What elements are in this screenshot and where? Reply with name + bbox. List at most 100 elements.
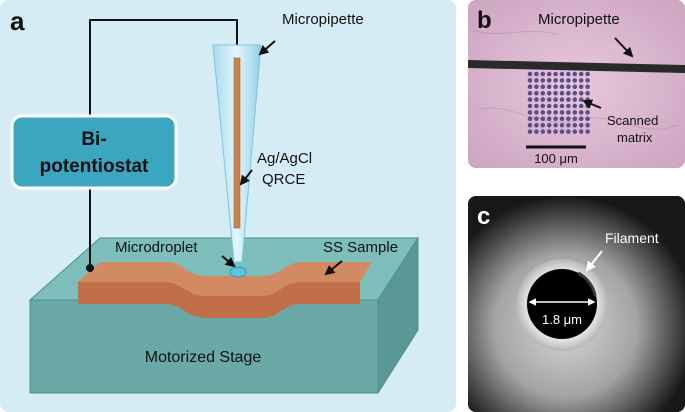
matrix-arrow (582, 99, 602, 109)
matrix-dot (585, 78, 590, 83)
texture-streak (472, 29, 559, 36)
matrix-dot (546, 71, 552, 77)
matrix-dot (540, 129, 546, 134)
matrix-dot (566, 122, 571, 128)
matrix-dot (534, 90, 539, 96)
matrix-dot (559, 78, 565, 83)
matrix-dot (585, 90, 590, 96)
ag-agcl-electrode (233, 57, 241, 229)
micropipette-label-b: Micropipette (538, 11, 620, 28)
electrode-label-2: QRCE (262, 171, 305, 188)
matrix-dot (540, 84, 546, 90)
matrix-dot (578, 71, 584, 77)
matrix-dot (559, 71, 565, 77)
ss-sample (78, 262, 372, 318)
electrode-label-1: Ag/AgCl (257, 150, 312, 167)
matrix-dot (585, 116, 590, 122)
scalebar-label: 100 μm (534, 151, 578, 166)
matrix-dot (553, 122, 558, 128)
matrix-dot (578, 103, 584, 109)
filament-edge (577, 271, 597, 297)
micropipette-arrow-b (614, 37, 634, 58)
matrix-dot (546, 116, 552, 122)
stage-label: Motorized Stage (145, 349, 262, 366)
matrix-dot (527, 110, 533, 115)
matrix-dot (566, 116, 571, 122)
matrix-dot (527, 129, 533, 134)
microdroplet-arrow (221, 255, 236, 268)
panel-b-svg: b Micropipette Scanned matrix 100 μm (468, 0, 685, 168)
matrix-dot (553, 103, 558, 109)
panel-b-micrograph: b Micropipette Scanned matrix 100 μm (468, 0, 685, 168)
matrix-dot (546, 122, 552, 128)
matrix-dot (534, 97, 539, 102)
matrix-dot (527, 71, 533, 77)
sample-arrow (324, 260, 343, 276)
matrix-dot (546, 78, 552, 83)
matrix-dot (553, 97, 558, 102)
pipette-shadow (468, 60, 685, 73)
matrix-dot (553, 116, 558, 122)
matrix-dot (572, 97, 578, 102)
potentiostat-box (10, 114, 178, 190)
matrix-dot (534, 71, 539, 77)
panel-a-svg: Bi- potentiostat a Micropipette Ag/AgCl … (10, 6, 419, 395)
matrix-dot (559, 129, 565, 134)
matrix-dot (572, 116, 578, 122)
matrix-dot (559, 84, 565, 90)
matrix-dot (527, 122, 533, 128)
matrix-dot (553, 129, 558, 134)
panel-a-letter: a (10, 6, 25, 36)
matrix-dot (546, 97, 552, 102)
filament-arrow (585, 250, 603, 272)
matrix-dot (540, 78, 546, 83)
matrix-dot (559, 110, 565, 115)
scanned-matrix-dots (527, 71, 590, 134)
matrix-dot (553, 71, 558, 77)
matrix-label-2: matrix (617, 130, 653, 145)
matrix-dot (527, 90, 533, 96)
matrix-dot (553, 84, 558, 90)
potentiostat-label-1: Bi- (81, 129, 106, 150)
wire-to-pipette (89, 19, 238, 118)
matrix-dot (572, 122, 578, 128)
panel-b-letter: b (477, 7, 492, 34)
matrix-dot (553, 110, 558, 115)
matrix-dot (566, 71, 571, 77)
micropipette-label: Micropipette (282, 11, 364, 28)
matrix-label-1: Scanned (607, 113, 658, 128)
matrix-dot (572, 129, 578, 134)
matrix-dot (585, 103, 590, 109)
matrix-dot (572, 71, 578, 77)
matrix-dot (578, 122, 584, 128)
matrix-dot (559, 116, 565, 122)
diameter-label: 1.8 μm (542, 312, 582, 327)
electrode-arrow (239, 169, 253, 186)
matrix-dot (585, 122, 590, 128)
matrix-dot (553, 78, 558, 83)
matrix-dot (534, 122, 539, 128)
matrix-dot (559, 90, 565, 96)
matrix-dot (540, 122, 546, 128)
matrix-dot (578, 78, 584, 83)
matrix-dot (572, 90, 578, 96)
matrix-dot (566, 90, 571, 96)
matrix-dot (572, 84, 578, 90)
texture-streak (477, 107, 679, 130)
microdroplet-label: Microdroplet (115, 239, 198, 256)
matrix-dot (540, 110, 546, 115)
panel-c-svg: c Filament 1.8 μm (468, 196, 685, 412)
matrix-dot (578, 116, 584, 122)
filament-label: Filament (605, 230, 659, 246)
matrix-dot (527, 103, 533, 109)
matrix-dot (578, 90, 584, 96)
matrix-dot (578, 97, 584, 102)
matrix-dot (578, 84, 584, 90)
matrix-dot (546, 84, 552, 90)
matrix-dot (566, 103, 571, 109)
matrix-dot (546, 129, 552, 134)
matrix-dot (559, 122, 565, 128)
matrix-dot (566, 110, 571, 115)
matrix-dot (546, 110, 552, 115)
matrix-dot (585, 71, 590, 77)
